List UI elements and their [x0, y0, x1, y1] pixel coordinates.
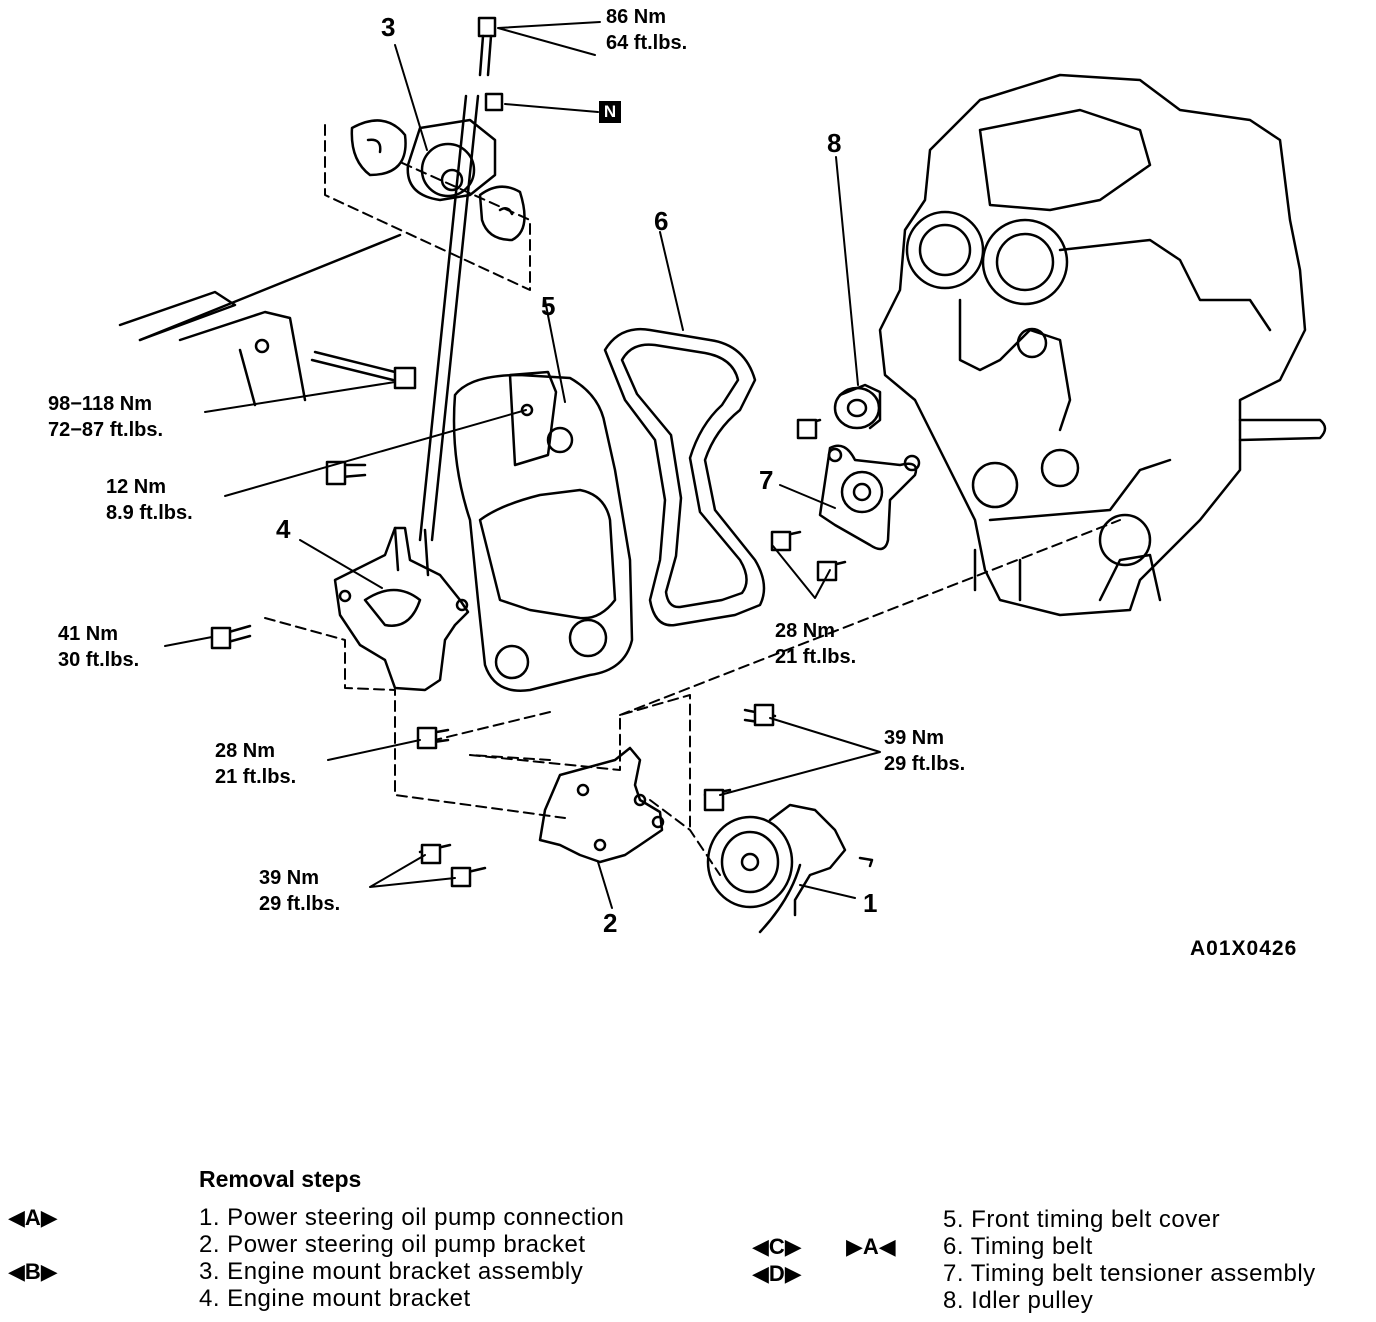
callout-8: 8	[827, 128, 842, 158]
idler-pulley	[833, 383, 882, 430]
torque-metric: 28 Nm	[775, 620, 836, 642]
callout-4: 4	[276, 514, 291, 544]
engine-block	[878, 73, 1327, 617]
replace-part-marker: N	[599, 101, 621, 123]
figure-id: A01X0426	[1190, 937, 1298, 960]
engine-mount-bracket-assembly	[350, 118, 526, 242]
removal-step-5: 5. Front timing belt cover	[943, 1206, 1221, 1233]
removal-step-6: 6. Timing belt	[943, 1233, 1093, 1260]
engine-mount-bracket	[333, 526, 470, 692]
torque-metric: 98−118 Nm	[48, 393, 152, 415]
power-steering-oil-pump	[706, 803, 874, 934]
torque-imperial: 72−87 ft.lbs.	[48, 419, 164, 441]
marker-b: ◀B▶	[8, 1259, 58, 1284]
removal-steps-title: Removal steps	[199, 1166, 362, 1192]
callout-2: 2	[603, 908, 618, 938]
torque-spec-39nm-bracket: 39 Nm 29 ft.lbs.	[259, 865, 340, 917]
dashed-guide-lines	[264, 124, 1121, 876]
removal-step-7: 7. Timing belt tensioner assembly	[943, 1260, 1316, 1287]
torque-metric: 12 Nm	[106, 476, 167, 498]
callout-3: 3	[381, 12, 396, 42]
callout-1: 1	[863, 888, 878, 918]
torque-imperial: 30 ft.lbs.	[58, 649, 140, 671]
timing-belt	[603, 327, 766, 627]
marker-d: ◀D▶	[752, 1261, 802, 1286]
marker-a-install: ▶A◀	[846, 1234, 896, 1259]
torque-imperial: 21 ft.lbs.	[775, 646, 857, 668]
callout-7: 7	[759, 465, 774, 495]
removal-step-8: 8. Idler pulley	[943, 1287, 1094, 1314]
torque-spec-39nm-pump: 39 Nm 29 ft.lbs.	[884, 725, 965, 777]
timing-belt-tensioner	[818, 444, 921, 551]
torque-spec-86nm: 86 Nm 64 ft.lbs.	[606, 4, 687, 56]
torque-spec-98-118nm: 98−118 Nm 72−87 ft.lbs.	[48, 391, 163, 443]
leader-lines	[164, 21, 881, 909]
torque-spec-28nm-tensioner: 28 Nm 21 ft.lbs.	[775, 618, 856, 670]
marker-c: ◀C▶	[752, 1234, 802, 1259]
removal-step-2: 2. Power steering oil pump bracket	[199, 1231, 586, 1258]
torque-spec-12nm: 12 Nm 8.9 ft.lbs.	[106, 474, 193, 526]
marker-a: ◀A▶	[8, 1205, 58, 1230]
callout-6: 6	[654, 206, 669, 236]
torque-metric: 86 Nm	[606, 6, 667, 28]
callout-5: 5	[541, 291, 556, 321]
body-frame-lines	[118, 233, 402, 407]
mount-through-bolt	[254, 338, 417, 390]
removal-step-1: 1. Power steering oil pump connection	[199, 1204, 625, 1231]
torque-imperial: 29 ft.lbs.	[259, 893, 341, 915]
torque-imperial: 64 ft.lbs.	[606, 32, 688, 54]
torque-spec-28nm-cover: 28 Nm 21 ft.lbs.	[215, 738, 296, 790]
removal-step-4: 4. Engine mount bracket	[199, 1285, 471, 1312]
torque-metric: 28 Nm	[215, 740, 276, 762]
ps-pump-bracket	[538, 746, 665, 864]
torque-imperial: 8.9 ft.lbs.	[106, 502, 193, 524]
torque-spec-41nm: 41 Nm 30 ft.lbs.	[58, 621, 139, 673]
removal-step-3: 3. Engine mount bracket assembly	[199, 1258, 584, 1285]
front-timing-belt-cover	[452, 370, 634, 692]
torque-metric: 39 Nm	[884, 727, 945, 749]
torque-metric: 39 Nm	[259, 867, 320, 889]
engine-mount-stud-bolt	[418, 16, 504, 542]
torque-imperial: 21 ft.lbs.	[215, 766, 297, 788]
torque-metric: 41 Nm	[58, 623, 119, 645]
torque-imperial: 29 ft.lbs.	[884, 753, 966, 775]
